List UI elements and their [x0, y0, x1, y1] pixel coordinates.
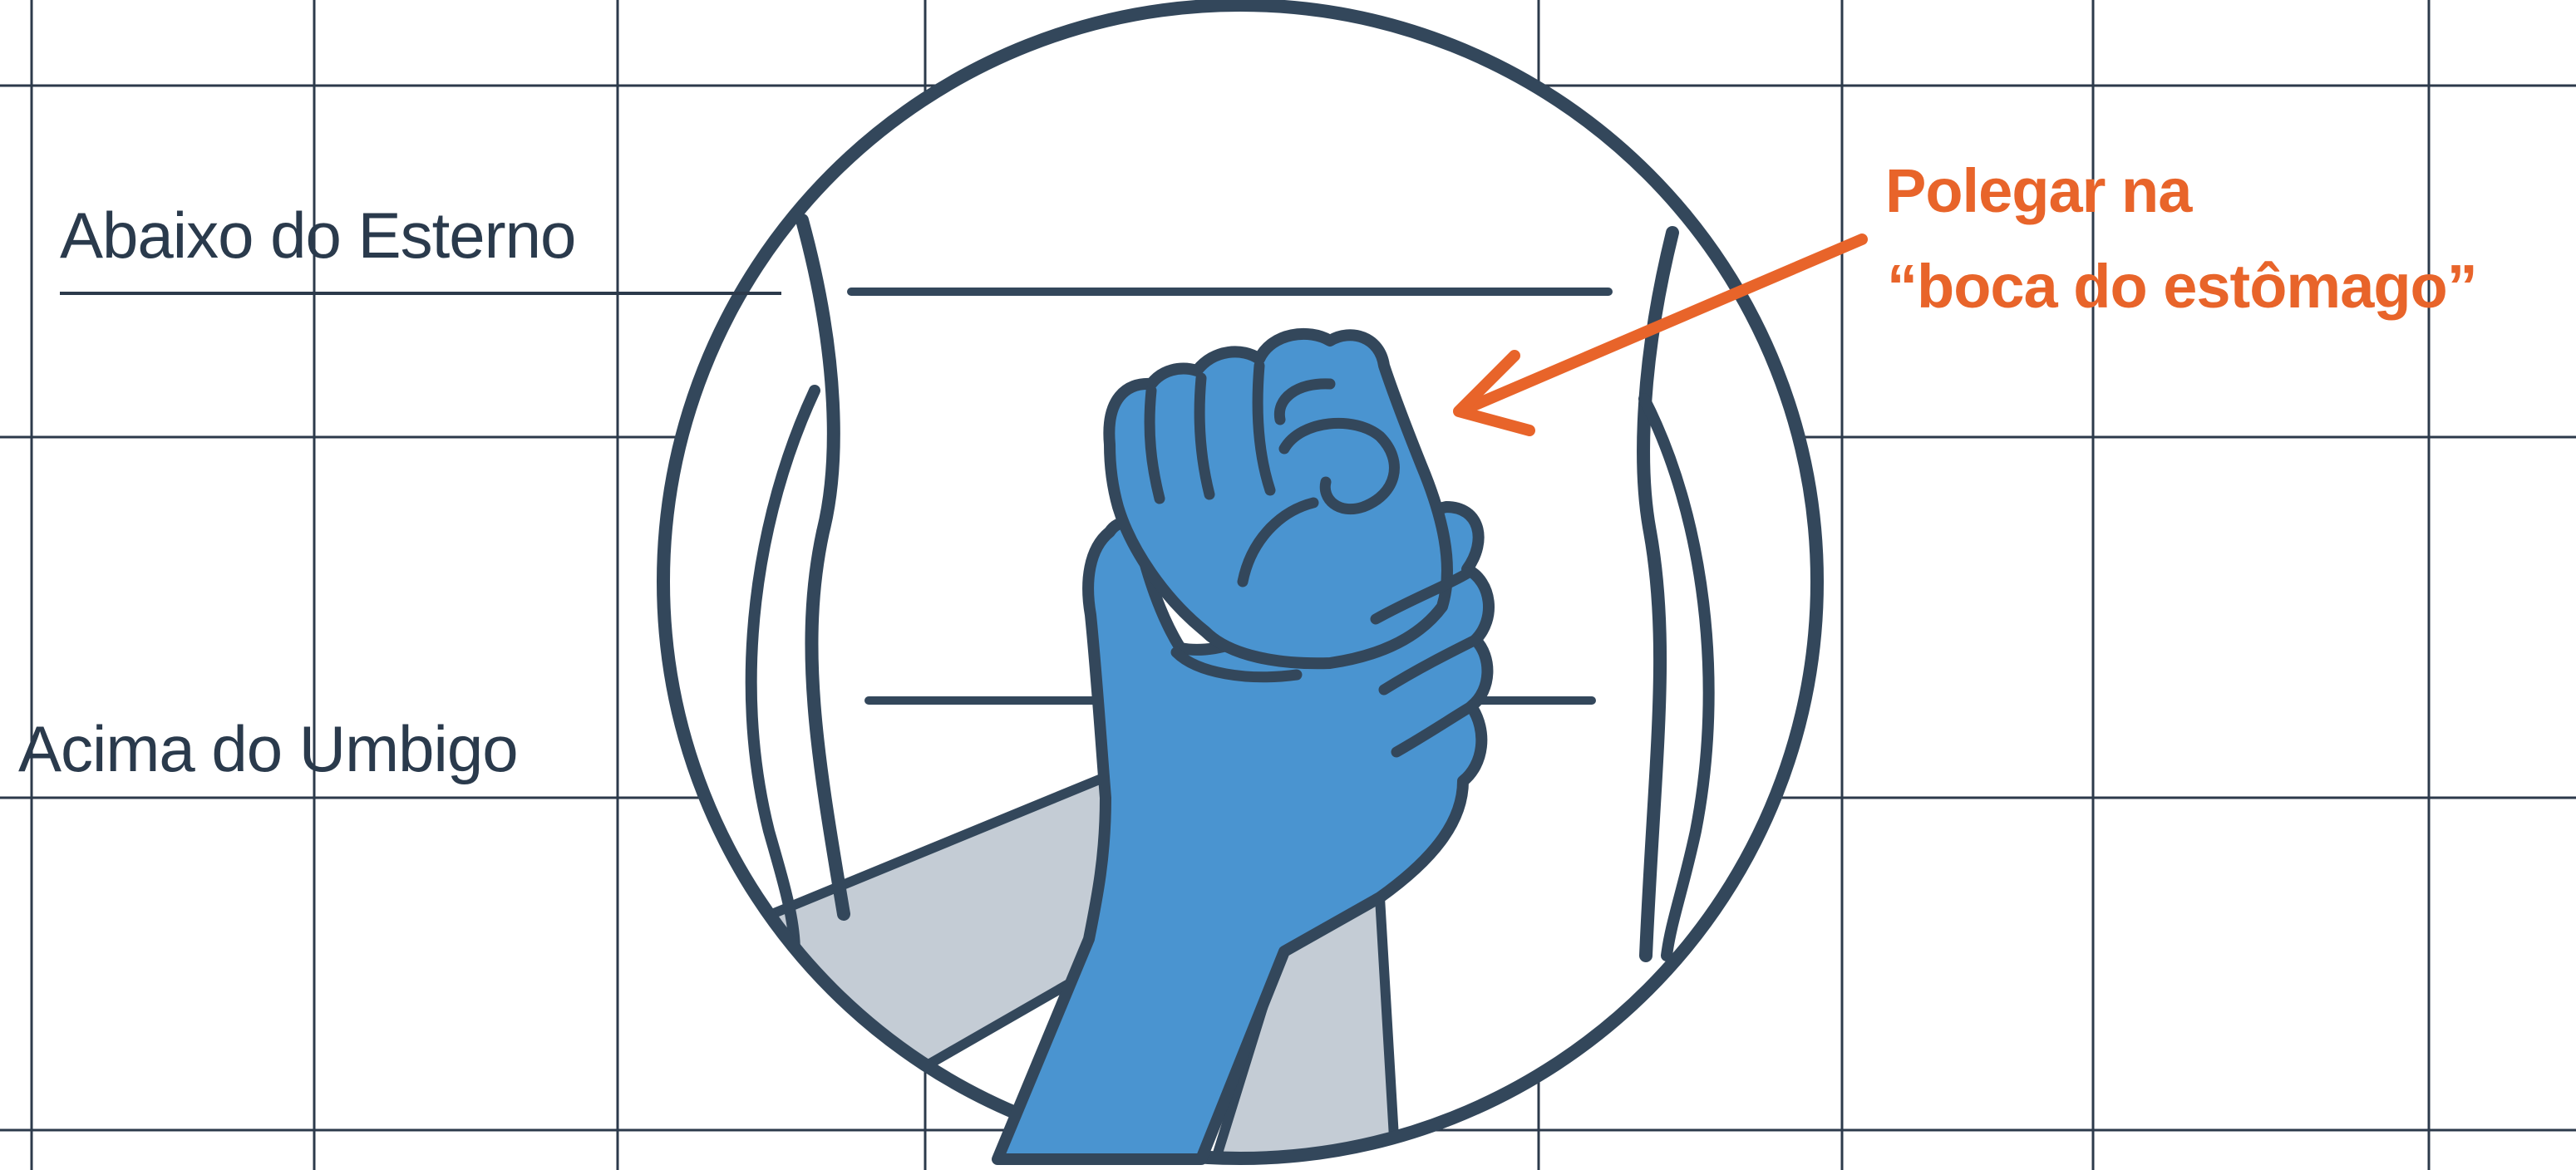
- sternum-label: Abaixo do Esterno: [60, 199, 575, 272]
- thumb-label-line-2: “boca do estômago”: [1887, 252, 2477, 321]
- thumb-label-line-1: Polegar na: [1885, 156, 2193, 225]
- navel-label: Acima do Umbigo: [18, 712, 518, 785]
